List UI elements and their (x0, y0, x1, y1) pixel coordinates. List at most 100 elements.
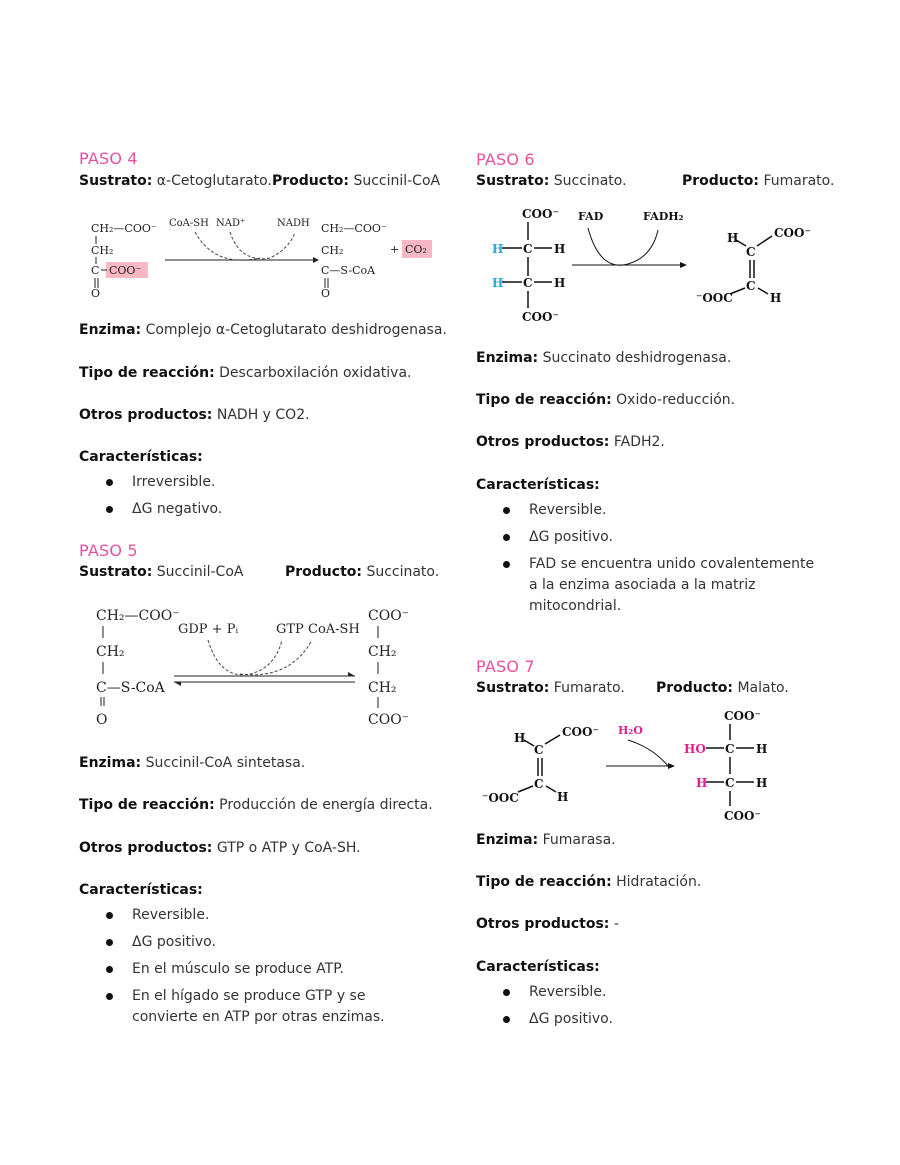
sustrato-label: Sustrato: (476, 173, 550, 189)
sustrato-value: α-Cetoglutarato. (156, 173, 272, 189)
fumarate-ooc: ⁻OOC (482, 791, 519, 805)
otros-value: GTP o ATP y CoA-SH. (216, 840, 361, 856)
sustrato-label: Sustrato: (79, 173, 153, 189)
paso5-tipo: Tipo de reacción: Producción de energía … (79, 797, 433, 813)
enzima-value: Fumarasa. (542, 832, 616, 848)
malate-coo-bottom: COO⁻ (724, 809, 761, 823)
paso7-producto: Producto: Malato. (656, 680, 789, 696)
fumarate-coo: COO⁻ (774, 226, 811, 240)
paso6-title: PASO 6 (476, 150, 535, 169)
paso6-otros: Otros productos: FADH2. (476, 434, 665, 450)
tipo-value: Producción de energía directa. (219, 797, 433, 813)
paso6-caracteristicas-list: Reversible. ΔG positivo. FAD se encuentr… (503, 500, 823, 623)
paso7-otros: Otros productos: - (476, 916, 619, 932)
tipo-label: Tipo de reacción: (476, 392, 612, 408)
paso7-caracteristicas-label: Características: (476, 959, 600, 975)
paso7-title: PASO 7 (476, 657, 535, 676)
substrate-line-4: O (91, 287, 100, 300)
product-line-2: CH₂ (321, 244, 343, 257)
paso6-producto: Producto: Fumarato. (682, 173, 834, 189)
product-line-1: CH₂—COO⁻ (321, 222, 387, 235)
coash-label: CoA-SH (169, 218, 209, 229)
paso6-enzima: Enzima: Succinato deshidrogenasa. (476, 350, 731, 366)
substrate-line-1: CH₂—COO⁻ (96, 608, 180, 624)
paso5-title: PASO 5 (79, 541, 138, 560)
substrate-line-2: CH₂ (91, 244, 113, 257)
enzima-label: Enzima: (79, 755, 142, 771)
list-item: En el hígado se produce GTP y se convier… (106, 986, 406, 1028)
paso7-sustrato: Sustrato: Fumarato. (476, 680, 625, 696)
highlight-coo (106, 262, 148, 278)
tipo-label: Tipo de reacción: (79, 797, 215, 813)
substrate-coo: COO⁻ (109, 264, 141, 277)
paso5-caracteristicas-list: Reversible. ΔG positivo. En el músculo s… (106, 905, 406, 1034)
fumarate-h-1: H (727, 231, 738, 245)
carbon-1: C (523, 242, 533, 256)
paso7-tipo: Tipo de reacción: Hidratación. (476, 874, 701, 890)
arrow-coash (194, 231, 261, 261)
product-line-3: CH₂ (368, 680, 397, 696)
producto-label: Producto: (682, 173, 759, 189)
list-item: Reversible. (106, 905, 406, 926)
list-item: ΔG positivo. (503, 1009, 803, 1030)
highlight-co2 (402, 240, 432, 258)
paso4-title: PASO 4 (79, 149, 138, 168)
malate-c-1: C (725, 742, 735, 756)
product-line-3: C—S-CoA (321, 264, 376, 277)
paso4-reaction-diagram: CH₂—COO⁻ CH₂ C COO⁻ O CoA-SH NAD⁺ NADH C… (91, 218, 432, 300)
gdp-label: GDP + Pᵢ (178, 622, 238, 637)
sustrato-value: Fumarato. (553, 680, 625, 696)
tipo-value: Descarboxilación oxidativa. (219, 365, 412, 381)
list-item: FAD se encuentra unido covalentemente a … (503, 554, 823, 617)
fumarate-coo: COO⁻ (562, 725, 599, 739)
paso5-otros: Otros productos: GTP o ATP y CoA-SH. (79, 840, 361, 856)
arrow-gdp-gtp (207, 639, 283, 676)
otros-label: Otros productos: (79, 840, 213, 856)
producto-value: Fumarato. (763, 173, 835, 189)
list-item: ΔG positivo. (106, 932, 406, 953)
tipo-value: Oxido-reducción. (616, 392, 736, 408)
list-item: ΔG positivo. (503, 527, 823, 548)
producto-value: Succinil-CoA (353, 173, 441, 189)
co2-label: CO₂ (405, 243, 427, 256)
enzima-label: Enzima: (476, 832, 539, 848)
gtp-label: GTP (276, 622, 304, 637)
malate-h-2: H (756, 776, 767, 790)
paso6-sustrato: Sustrato: Succinato. (476, 173, 627, 189)
fumarate-h-2: H (557, 790, 568, 804)
hydroxyl-label: HO (684, 742, 706, 756)
fumarate-c-2: C (534, 777, 544, 791)
sustrato-label: Sustrato: (79, 564, 153, 580)
list-item: ΔG negativo. (106, 499, 406, 520)
paso4-caracteristicas-label: Características: (79, 449, 203, 465)
producto-label: Producto: (656, 680, 733, 696)
product-line-4: COO⁻ (368, 712, 409, 728)
paso6-caracteristicas-label: Características: (476, 477, 600, 493)
product-line-4: O (321, 287, 330, 300)
list-item: Reversible. (503, 500, 823, 521)
fumarate-ooc: ⁻OOC (696, 291, 733, 305)
malate-h-pink: H (696, 776, 707, 790)
fadh2-label: FADH₂ (643, 210, 684, 223)
tipo-label: Tipo de reacción: (79, 365, 215, 381)
enzima-value: Succinil-CoA sintetasa. (145, 755, 306, 771)
list-item: Irreversible. (106, 472, 406, 493)
otros-label: Otros productos: (79, 407, 213, 423)
carbon-2: C (523, 276, 533, 290)
coash-label: CoA-SH (308, 622, 360, 637)
paso4-tipo: Tipo de reacción: Descarboxilación oxida… (79, 365, 411, 381)
substrate-line-3: C—S-CoA (96, 680, 166, 696)
fumarate-c-2: C (746, 279, 756, 293)
substrate-line-3: C (91, 264, 99, 277)
paso5-enzima: Enzima: Succinil-CoA sintetasa. (79, 755, 305, 771)
producto-label: Producto: (285, 564, 362, 580)
paso7-caracteristicas-list: Reversible. ΔG positivo. (503, 982, 803, 1036)
arrow-nad (229, 231, 296, 260)
coo-bottom: COO⁻ (522, 310, 559, 324)
fumarate-c-1: C (746, 245, 756, 259)
tipo-label: Tipo de reacción: (476, 874, 612, 890)
fumarate-h-2: H (770, 291, 781, 305)
malate-coo-top: COO⁻ (724, 709, 761, 723)
plus-sign: + (390, 243, 399, 256)
producto-value: Succinato. (366, 564, 440, 580)
